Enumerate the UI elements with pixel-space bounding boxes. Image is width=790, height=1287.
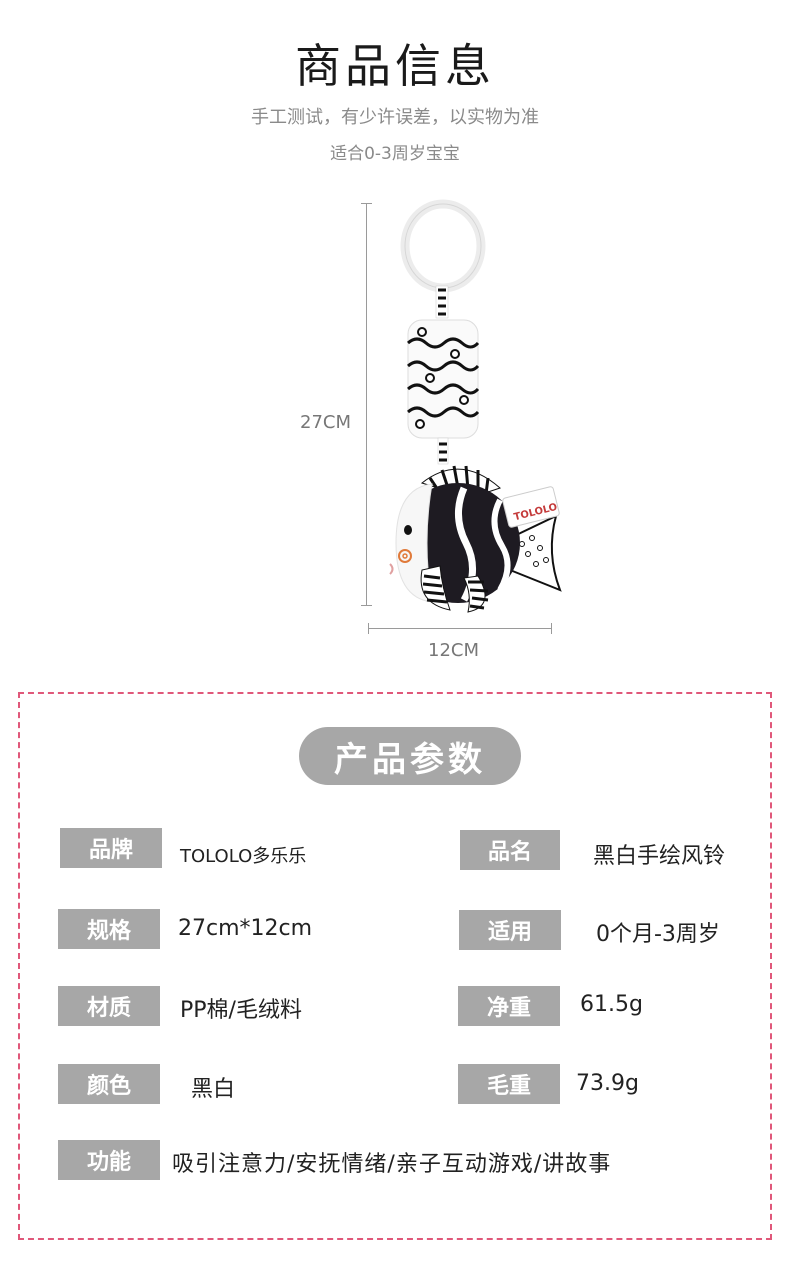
spec-panel	[18, 692, 772, 1240]
name-value: 黑白手绘风铃	[593, 844, 726, 869]
lower-cord	[437, 437, 449, 465]
function-value: 吸引注意力/安抚情绪/亲子互动游戏/讲故事	[172, 1152, 612, 1177]
height-dimension-line	[366, 203, 367, 605]
height-label: 27CM	[300, 412, 352, 433]
patterned-cylinder	[407, 319, 480, 439]
spec-heading: 产品参数	[299, 727, 521, 785]
height-dimension-cap-bottom	[361, 605, 372, 606]
gross-weight-label: 毛重	[458, 1064, 560, 1104]
product-image: TOLOLO	[389, 199, 562, 613]
size-label: 规格	[58, 909, 160, 949]
top-cord	[435, 285, 449, 319]
age-label: 适用	[459, 910, 561, 950]
age-value: 0个月-3周岁	[596, 922, 720, 947]
fish-plush	[389, 465, 562, 613]
brand-label: 品牌	[60, 828, 162, 868]
age-note: 适合0-3周岁宝宝	[330, 144, 460, 164]
measurement-note: 手工测试，有少许误差，以实物为准	[251, 107, 539, 128]
gross-weight-value: 73.9g	[576, 1071, 639, 1096]
height-dimension-cap-top	[361, 203, 372, 204]
material-label: 材质	[58, 986, 160, 1026]
color-label: 颜色	[58, 1064, 160, 1104]
name-label: 品名	[460, 830, 560, 870]
page-title: 商品信息	[295, 39, 495, 93]
width-dimension-cap-left	[368, 623, 369, 634]
size-value: 27cm*12cm	[178, 916, 313, 941]
net-weight-label: 净重	[458, 986, 560, 1026]
width-dimension-line	[368, 628, 551, 629]
brand-value: TOLOLO多乐乐	[180, 846, 307, 867]
function-label: 功能	[58, 1140, 160, 1180]
net-weight-value: 61.5g	[580, 992, 643, 1017]
width-label: 12CM	[428, 640, 480, 661]
material-value: PP棉/毛绒料	[180, 998, 302, 1023]
width-dimension-cap-right	[551, 623, 552, 634]
brand-tag: TOLOLO	[502, 486, 560, 528]
color-value: 黑白	[191, 1077, 236, 1102]
